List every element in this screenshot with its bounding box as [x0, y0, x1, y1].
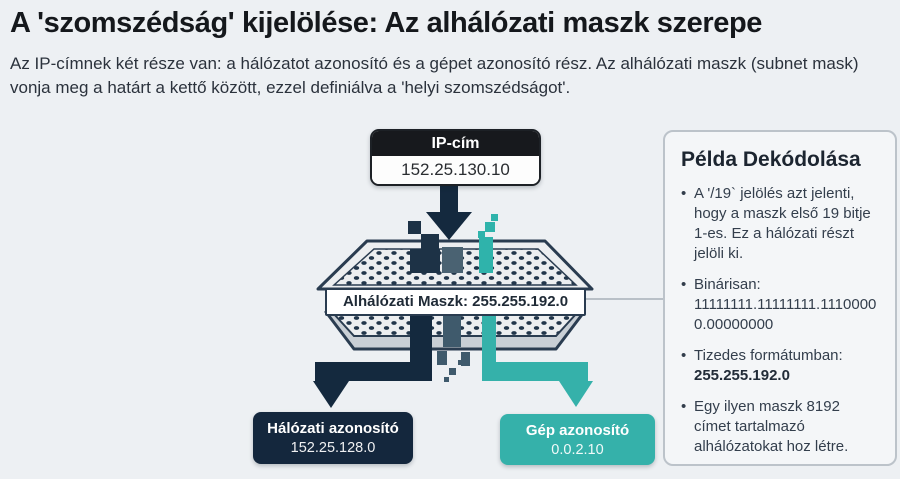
host-id-value: 0.0.2.10 — [551, 442, 604, 458]
ip-address-box: IP-cím 152.25.130.10 — [370, 129, 541, 186]
ip-to-mask-arrow-icon — [426, 184, 472, 240]
boundary-bit-icon — [442, 247, 463, 273]
page-subtitle: Az IP-címnek két része van: a hálózatot … — [10, 54, 859, 97]
ip-box-title: IP-cím — [372, 131, 539, 156]
host-id-box: Gép azonosító 0.0.2.10 — [500, 414, 655, 465]
page-title: A 'szomszédság' kijelölése: Az alhálózat… — [10, 7, 763, 39]
network-bits-icon — [408, 221, 440, 273]
subnet-mask-label: Alhálózati Maszk: 255.255.192.0 — [325, 288, 586, 316]
bullet-decimal: Tizedes formátumban: 255.255.192.0 — [681, 346, 880, 386]
example-panel: Példa Dekódolása A '/19` jelölés azt jel… — [663, 130, 897, 466]
host-id-title: Gép azonosító — [525, 422, 630, 439]
bullet-binary: Binárisan: 11111111.11111111.11100000.00… — [681, 275, 880, 335]
network-id-value: 152.25.128.0 — [290, 440, 376, 456]
network-id-title: Hálózati azonosító — [267, 420, 399, 437]
decimal-mask-value: 255.255.192.0 — [694, 367, 790, 384]
bullet-subnet-size: Egy ilyen maszk 8192 címet tartalmazó al… — [681, 397, 880, 457]
binary-mask-value: 11111111.11111111.11100000.00000000 — [694, 296, 877, 333]
host-arrow-icon — [482, 314, 593, 407]
falling-bits-icon — [437, 314, 470, 382]
bullet-slash19: A '/19` jelölés azt jelenti, hogy a masz… — [681, 184, 880, 264]
panel-bullet-list: A '/19` jelölés azt jelenti, hogy a masz… — [681, 184, 880, 457]
panel-title: Példa Dekódolása — [681, 148, 861, 171]
ip-box-value: 152.25.130.10 — [372, 156, 539, 184]
network-arrow-icon — [313, 314, 432, 408]
network-id-box: Hálózati azonosító 152.25.128.0 — [253, 412, 413, 464]
host-bits-icon — [478, 214, 498, 273]
